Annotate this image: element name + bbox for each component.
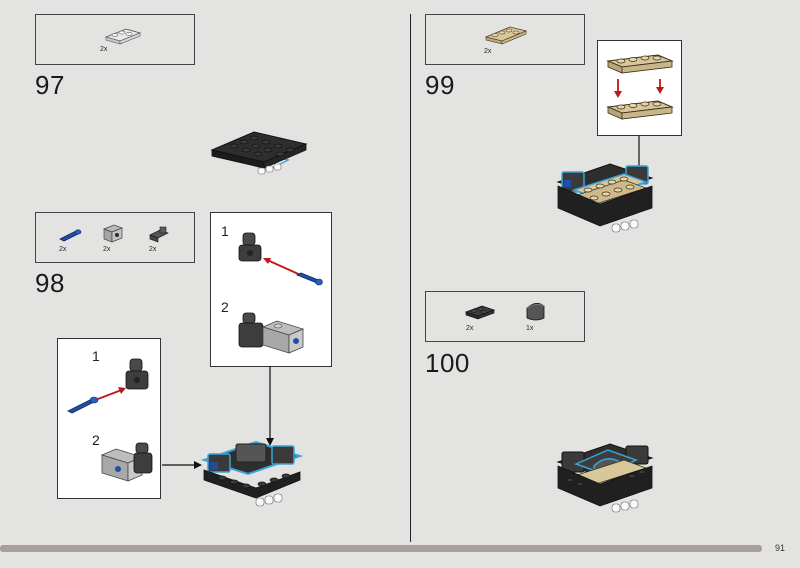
dark-gray-connector-icon <box>125 358 149 390</box>
gray-technic-brick-icon <box>103 224 123 243</box>
parts-list-step-100: 2x 1x <box>425 291 585 342</box>
page-number: 91 <box>775 543 786 553</box>
step-98-assembly-illustration <box>200 440 304 507</box>
sub-assembly-callout-step-99 <box>597 40 682 136</box>
step-100-assembly-illustration <box>556 443 654 513</box>
black-arrow-icon <box>162 461 202 469</box>
sub-step-number: 1 <box>92 348 100 364</box>
part-qty: 2x <box>100 46 108 53</box>
step-number: 99 <box>425 70 455 100</box>
sub-step-number: 2 <box>92 432 100 448</box>
blue-axle-pin-icon <box>59 229 82 242</box>
sub-assembly-callout-a: 1 2 <box>57 338 161 499</box>
dark-gray-connector-icon <box>238 232 262 262</box>
blue-axle-pin-icon <box>67 396 99 414</box>
light-gray-plate-1x3-icon <box>104 28 142 45</box>
gray-technic-brick-icon <box>100 442 153 482</box>
part-qty: 2x <box>484 48 492 55</box>
parts-list-step-97: 2x <box>35 14 195 65</box>
step-99-assembly-illustration <box>556 163 654 233</box>
step-number: 100 <box>425 348 470 378</box>
tan-plate-1x4-icon <box>484 26 528 45</box>
dark-gray-curved-slope-icon <box>526 303 545 321</box>
gray-technic-brick-icon <box>238 312 305 354</box>
tan-plate-1x4-icon <box>606 100 674 120</box>
red-arrow-icon <box>614 79 664 98</box>
dark-gray-connector-icon <box>149 226 169 243</box>
parts-list-step-99: 2x <box>425 14 585 65</box>
sub-step-number: 2 <box>221 299 229 315</box>
step-number: 98 <box>35 268 65 298</box>
part-qty: 2x <box>466 325 474 332</box>
tan-plate-1x4-icon <box>606 54 674 74</box>
sub-step-number: 1 <box>221 223 229 239</box>
dark-gray-plate-icon <box>464 305 496 320</box>
step-97-assembly-illustration <box>210 131 308 175</box>
part-qty: 1x <box>526 325 534 332</box>
part-qty: 2x <box>59 246 67 253</box>
black-arrow-icon <box>266 366 274 446</box>
red-arrow-icon <box>97 387 126 400</box>
parts-list-step-98: 2x 2x 2x <box>35 212 195 263</box>
page-divider <box>410 14 411 542</box>
part-qty: 2x <box>103 246 111 253</box>
blue-axle-pin-icon <box>296 272 323 286</box>
step-number: 97 <box>35 70 65 100</box>
sub-assembly-callout-b: 1 2 <box>210 212 332 367</box>
part-qty: 2x <box>149 246 157 253</box>
progress-bar <box>0 545 762 552</box>
